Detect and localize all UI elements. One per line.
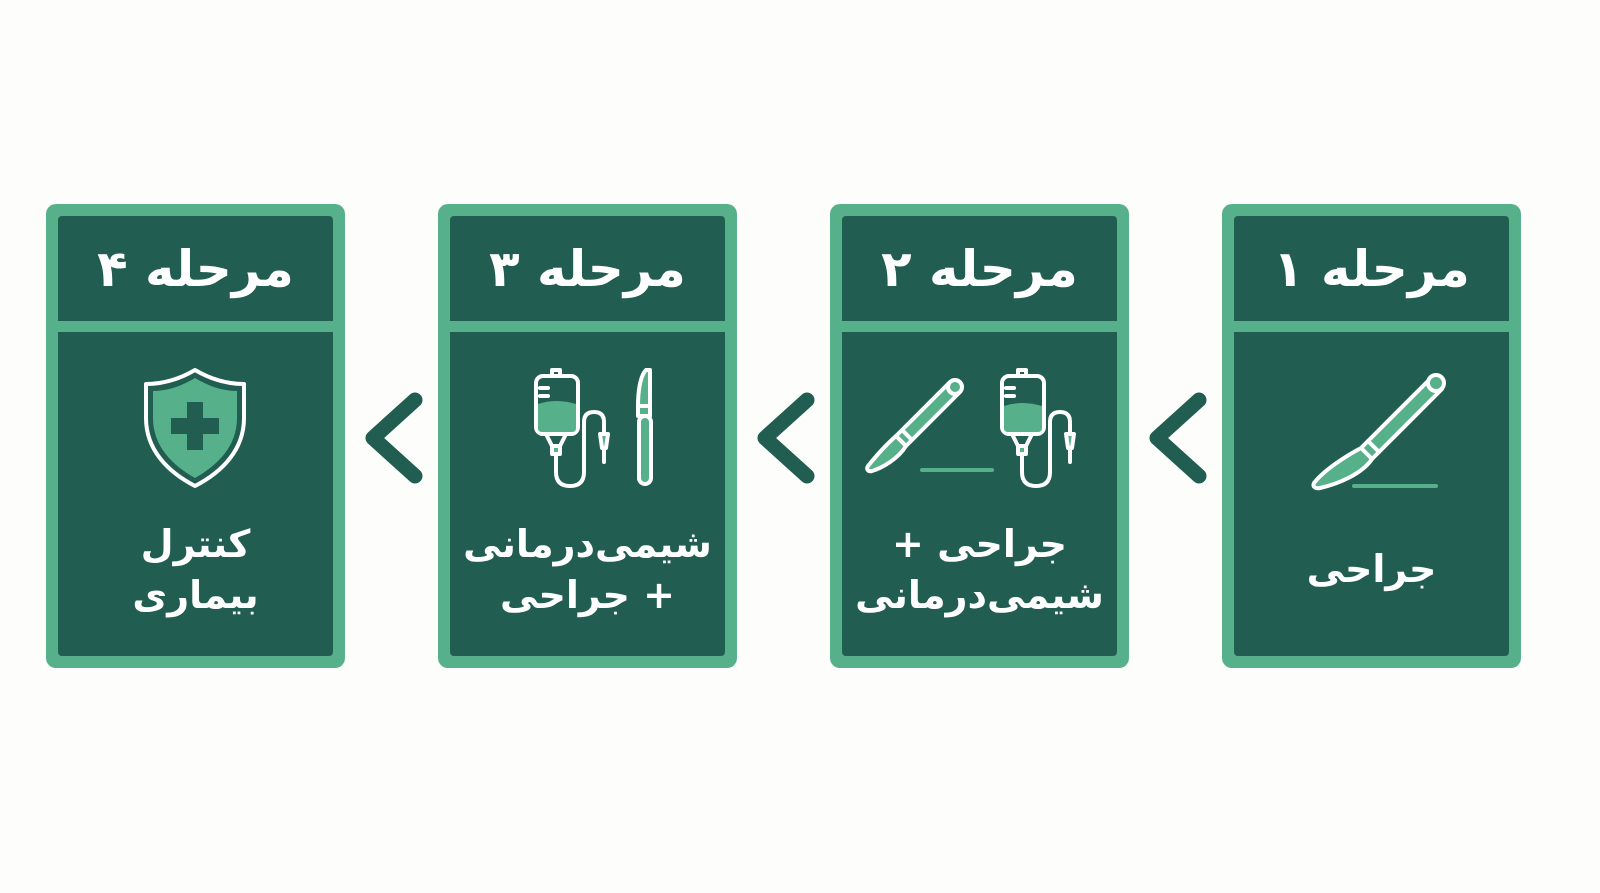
stage-card-1: مرحله ۱ جراحی xyxy=(1222,204,1521,668)
chevron-left-icon xyxy=(1149,392,1207,484)
stage-card-3: مرحله ۳ xyxy=(438,204,737,668)
stage-header: مرحله ۳ xyxy=(450,216,725,321)
stage-description: شیمی‌درمانی + جراحی xyxy=(450,500,725,640)
stage-title: مرحله ۱ xyxy=(1273,239,1470,298)
stage-description-line: جراحی xyxy=(1306,547,1437,592)
stage-title: مرحله ۴ xyxy=(97,239,294,298)
shield-plus-icon xyxy=(144,368,246,488)
stage-card-2: مرحله ۲ xyxy=(830,204,1129,668)
stage-description-line: بیماری xyxy=(132,573,259,617)
stage-description-line: کنترل xyxy=(140,521,251,566)
stage-header: مرحله ۱ xyxy=(1234,216,1509,321)
stage-header: مرحله ۴ xyxy=(58,216,333,321)
stage-body: جراحی + شیمی‌درمانی xyxy=(842,332,1117,656)
stage-description-line: شیمی‌درمانی xyxy=(463,521,712,566)
stage-description-line: شیمی‌درمانی xyxy=(855,573,1104,617)
stage-title: مرحله ۲ xyxy=(881,239,1078,298)
chevron-left-icon xyxy=(365,392,423,484)
stage-body: جراحی xyxy=(1234,332,1509,656)
chevron-left-icon xyxy=(757,392,815,484)
scalpel-iv-bag-icon xyxy=(865,368,1076,488)
stage-description: کنترل بیماری xyxy=(58,500,333,640)
scalpel-icon xyxy=(1311,373,1446,491)
stage-description: جراحی + شیمی‌درمانی xyxy=(842,500,1117,640)
stage-body: کنترل بیماری xyxy=(58,332,333,656)
stage-title: مرحله ۳ xyxy=(489,239,686,298)
stage-header: مرحله ۲ xyxy=(842,216,1117,321)
iv-bag-scalpel-icon xyxy=(534,368,653,488)
stage-description-line: جراحی + xyxy=(892,521,1067,566)
stage-description: جراحی xyxy=(1234,500,1509,640)
stage-body: شیمی‌درمانی + جراحی xyxy=(450,332,725,656)
stage-card-4: مرحله ۴ کنترل بیماری xyxy=(46,204,345,668)
stage-description-line: + جراحی xyxy=(500,573,675,617)
